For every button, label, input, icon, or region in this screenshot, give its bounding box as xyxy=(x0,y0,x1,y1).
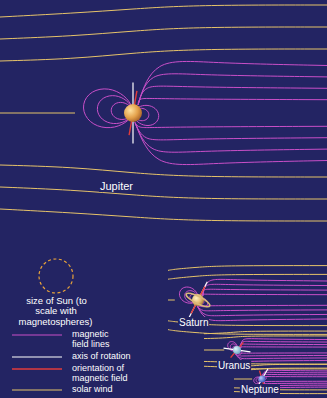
jupiter-magnetosphere xyxy=(0,5,327,221)
solar-wind-line xyxy=(234,379,252,380)
solar-wind-line xyxy=(0,113,75,114)
planet xyxy=(124,104,142,122)
saturn-rings xyxy=(185,291,212,309)
magnetic-field-line xyxy=(203,279,327,295)
magnetic-field-line xyxy=(197,306,327,320)
legend-item: solar wind xyxy=(72,385,142,395)
planet-label: Saturn xyxy=(178,318,218,329)
magnetic-field-line xyxy=(203,284,327,295)
magnetic-field-line xyxy=(262,372,327,375)
planet-label: Neptune xyxy=(240,385,285,396)
legend-sample xyxy=(12,389,62,390)
legend-sample xyxy=(12,334,62,335)
magnetic-field-line xyxy=(239,347,327,348)
solar-wind-line xyxy=(0,27,327,39)
magnetic-field-line xyxy=(138,61,327,104)
legend-text: axis of rotation xyxy=(72,351,131,361)
magnetic-field-line xyxy=(138,98,327,104)
sun-scale-note-text: size of Sun (to scale with magnetosphere… xyxy=(19,295,94,327)
planet xyxy=(233,346,241,354)
saturn-magnetosphere xyxy=(168,266,327,335)
magnetic-field-line xyxy=(236,354,327,356)
magnetic-field-line xyxy=(197,305,327,306)
legend-item: axis of rotation xyxy=(72,352,152,362)
magnetic-field-line xyxy=(135,122,327,164)
solar-wind-line xyxy=(168,274,327,279)
solar-wind-line xyxy=(0,187,327,199)
magnetic-field-line xyxy=(135,122,327,139)
magnetic-field-line xyxy=(135,122,327,152)
magnetic-field-line xyxy=(135,122,327,127)
planet-label-text: Saturn xyxy=(178,317,209,328)
legend-text: orientation of magnetic field xyxy=(72,363,128,383)
legend-sample xyxy=(12,356,62,357)
magnetic-field-line xyxy=(236,353,327,354)
solar-wind-line xyxy=(0,165,327,177)
planet-label: Uranus xyxy=(217,361,257,372)
magnetic-field-line xyxy=(262,375,327,376)
planet-label-text: Uranus xyxy=(217,360,251,371)
planet-label-text: Jupiter xyxy=(99,180,134,192)
planet-label: Jupiter xyxy=(99,181,149,193)
magnetic-orientation xyxy=(231,342,244,357)
magnetic-field-line xyxy=(241,339,327,348)
legend-text: magnetic field lines xyxy=(72,329,110,349)
solar-wind-line xyxy=(168,300,175,301)
magnetic-field-line xyxy=(138,74,327,105)
solar-wind-line xyxy=(0,5,327,17)
magnetic-field-line xyxy=(138,86,327,105)
magnetic-field-line xyxy=(203,289,327,296)
solar-wind-line xyxy=(204,350,224,351)
planet-label-text: Neptune xyxy=(240,384,280,395)
planet xyxy=(259,376,266,383)
magnetic-field-line xyxy=(197,306,327,310)
solar-wind-line xyxy=(168,330,327,335)
magnetic-field-line xyxy=(262,374,327,376)
sun-scale-note: size of Sun (to scale with magnetosphere… xyxy=(18,296,94,327)
magnetic-field-line xyxy=(236,354,327,359)
legend-item: magnetic field lines xyxy=(72,330,122,349)
legend-sample xyxy=(12,368,62,370)
sun-size-circle xyxy=(39,259,73,293)
magnetic-field-line xyxy=(202,294,327,296)
magnetic-field-line xyxy=(262,370,327,375)
legend-text: solar wind xyxy=(72,384,113,394)
magnetic-field-line xyxy=(264,381,327,383)
magnetic-orientation xyxy=(191,287,205,314)
solar-wind-line xyxy=(0,49,327,61)
solar-wind-line xyxy=(0,209,327,221)
solar-wind-line xyxy=(204,331,327,334)
solar-wind-line xyxy=(204,336,327,339)
magnetic-field-line xyxy=(240,344,327,348)
magnetic-field-line xyxy=(241,341,327,348)
legend-item: orientation of magnetic field xyxy=(72,364,142,383)
magnetic-field-line xyxy=(197,306,327,315)
solar-wind-line xyxy=(168,266,327,271)
